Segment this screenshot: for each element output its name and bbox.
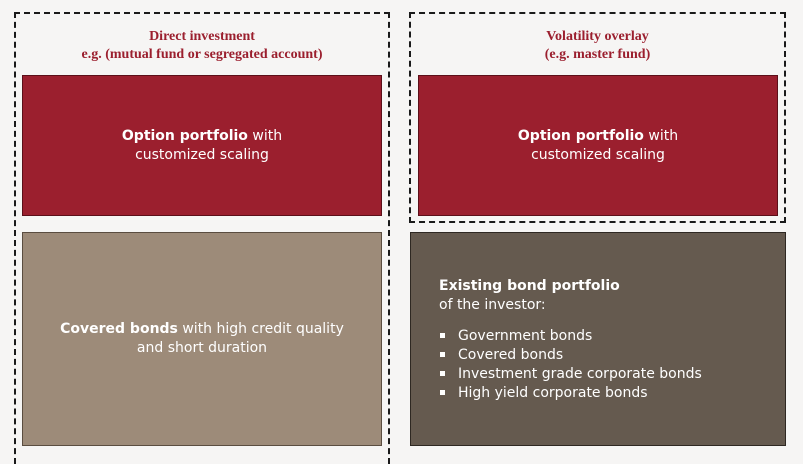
bullet-icon: [440, 390, 445, 395]
volatility-overlay-title: Volatility overlay (e.g. master fund): [409, 28, 786, 64]
option-portfolio-box-left: Option portfolio with customized scaling: [22, 75, 382, 216]
volatility-overlay-title-line1: Volatility overlay: [546, 29, 649, 44]
list-item: High yield corporate bonds: [439, 384, 773, 403]
list-item: Covered bonds: [439, 346, 773, 365]
option-portfolio-bold: Option portfolio: [121, 127, 248, 144]
bullet-icon: [440, 333, 445, 338]
option-portfolio-line2: customized scaling: [135, 146, 269, 163]
direct-investment-title-line1: Direct investment: [149, 29, 255, 44]
list-item-label: Covered bonds: [458, 347, 564, 363]
existing-portfolio-title: Existing bond portfolio: [439, 278, 620, 294]
covered-bonds-rest: with high credit quality: [177, 321, 344, 337]
list-item: Investment grade corporate bonds: [439, 365, 773, 384]
option-portfolio-rest: with: [643, 127, 679, 144]
covered-bonds-line2: and short duration: [136, 340, 268, 356]
volatility-overlay-title-line2: (e.g. master fund): [544, 47, 651, 62]
option-portfolio-line2: customized scaling: [531, 146, 665, 163]
direct-investment-title-line2: e.g. (mutual fund or segregated account): [81, 47, 323, 62]
covered-bonds-bold: Covered bonds: [60, 321, 178, 337]
volatility-overlay-frame: [409, 12, 786, 223]
bullet-icon: [440, 352, 445, 357]
list-item-label: High yield corporate bonds: [458, 385, 648, 401]
option-portfolio-box-right: Option portfolio with customized scaling: [418, 75, 778, 216]
bullet-icon: [440, 371, 445, 376]
list-item-label: Investment grade corporate bonds: [458, 366, 702, 382]
list-item: Government bonds: [439, 327, 773, 346]
direct-investment-frame: [14, 12, 390, 464]
bond-type-list: Government bonds Covered bonds Investmen…: [439, 327, 773, 403]
option-portfolio-rest: with: [247, 127, 283, 144]
existing-portfolio-subtitle: of the investor:: [439, 297, 546, 313]
option-portfolio-bold: Option portfolio: [517, 127, 644, 144]
list-item-label: Government bonds: [458, 328, 593, 344]
direct-investment-title: Direct investment e.g. (mutual fund or s…: [14, 28, 390, 64]
covered-bonds-box: Covered bonds with high credit quality a…: [22, 232, 382, 446]
existing-bond-portfolio-box: Existing bond portfolio of the investor:…: [410, 232, 786, 446]
